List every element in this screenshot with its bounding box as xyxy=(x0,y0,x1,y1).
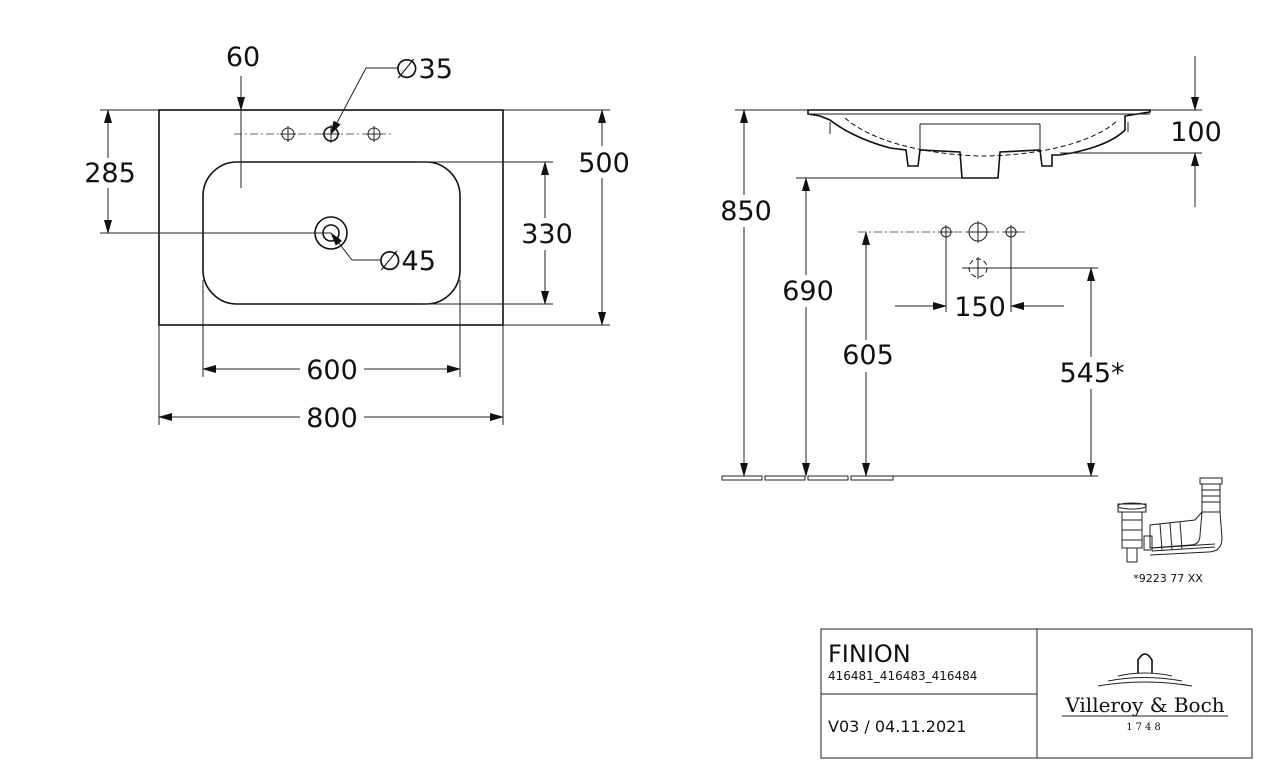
dim-35-diameter-label: ∅35 xyxy=(395,54,453,85)
brand-name: Villeroy & Boch xyxy=(1064,693,1224,717)
top-view: 285 60 ∅35 ∅45 500 330 600 800 xyxy=(80,42,632,434)
tap-holes xyxy=(234,125,392,143)
dim-500-label: 500 xyxy=(578,148,630,179)
dim-600-label: 600 xyxy=(306,355,358,386)
dim-285-label: 285 xyxy=(84,158,136,189)
dim-690-label: 690 xyxy=(782,276,834,307)
basin-section xyxy=(807,109,1151,179)
dim-60-label: 60 xyxy=(226,42,260,73)
dim-45-diameter-label: ∅45 xyxy=(378,246,436,277)
dim-150-label: 150 xyxy=(954,292,1006,323)
dim-100-label: 100 xyxy=(1170,117,1222,148)
dim-330-label: 330 xyxy=(521,219,573,250)
siphon-note: *9223 77 XX xyxy=(1133,572,1203,585)
siphon-illustration: *9223 77 XX xyxy=(1117,477,1223,585)
dim-850-label: 850 xyxy=(720,196,772,227)
dim-605-label: 605 xyxy=(842,340,894,371)
brand-logo: Villeroy & Boch 1748 xyxy=(1062,653,1228,733)
floor-line xyxy=(721,475,1098,481)
basin-outline xyxy=(158,109,504,326)
brand-year: 1748 xyxy=(1126,722,1163,733)
title-block: FINION 416481_416483_416484 V03 / 04.11.… xyxy=(820,628,1253,759)
dim-800-label: 800 xyxy=(306,403,358,434)
version-date: V03 / 04.11.2021 xyxy=(828,717,966,736)
article-numbers: 416481_416483_416484 xyxy=(828,669,977,683)
side-view: 850 690 605 545* 150 100 xyxy=(718,56,1222,481)
supply-connections xyxy=(939,221,1018,312)
dim-545-label: 545* xyxy=(1059,358,1124,389)
product-name: FINION xyxy=(828,640,911,668)
